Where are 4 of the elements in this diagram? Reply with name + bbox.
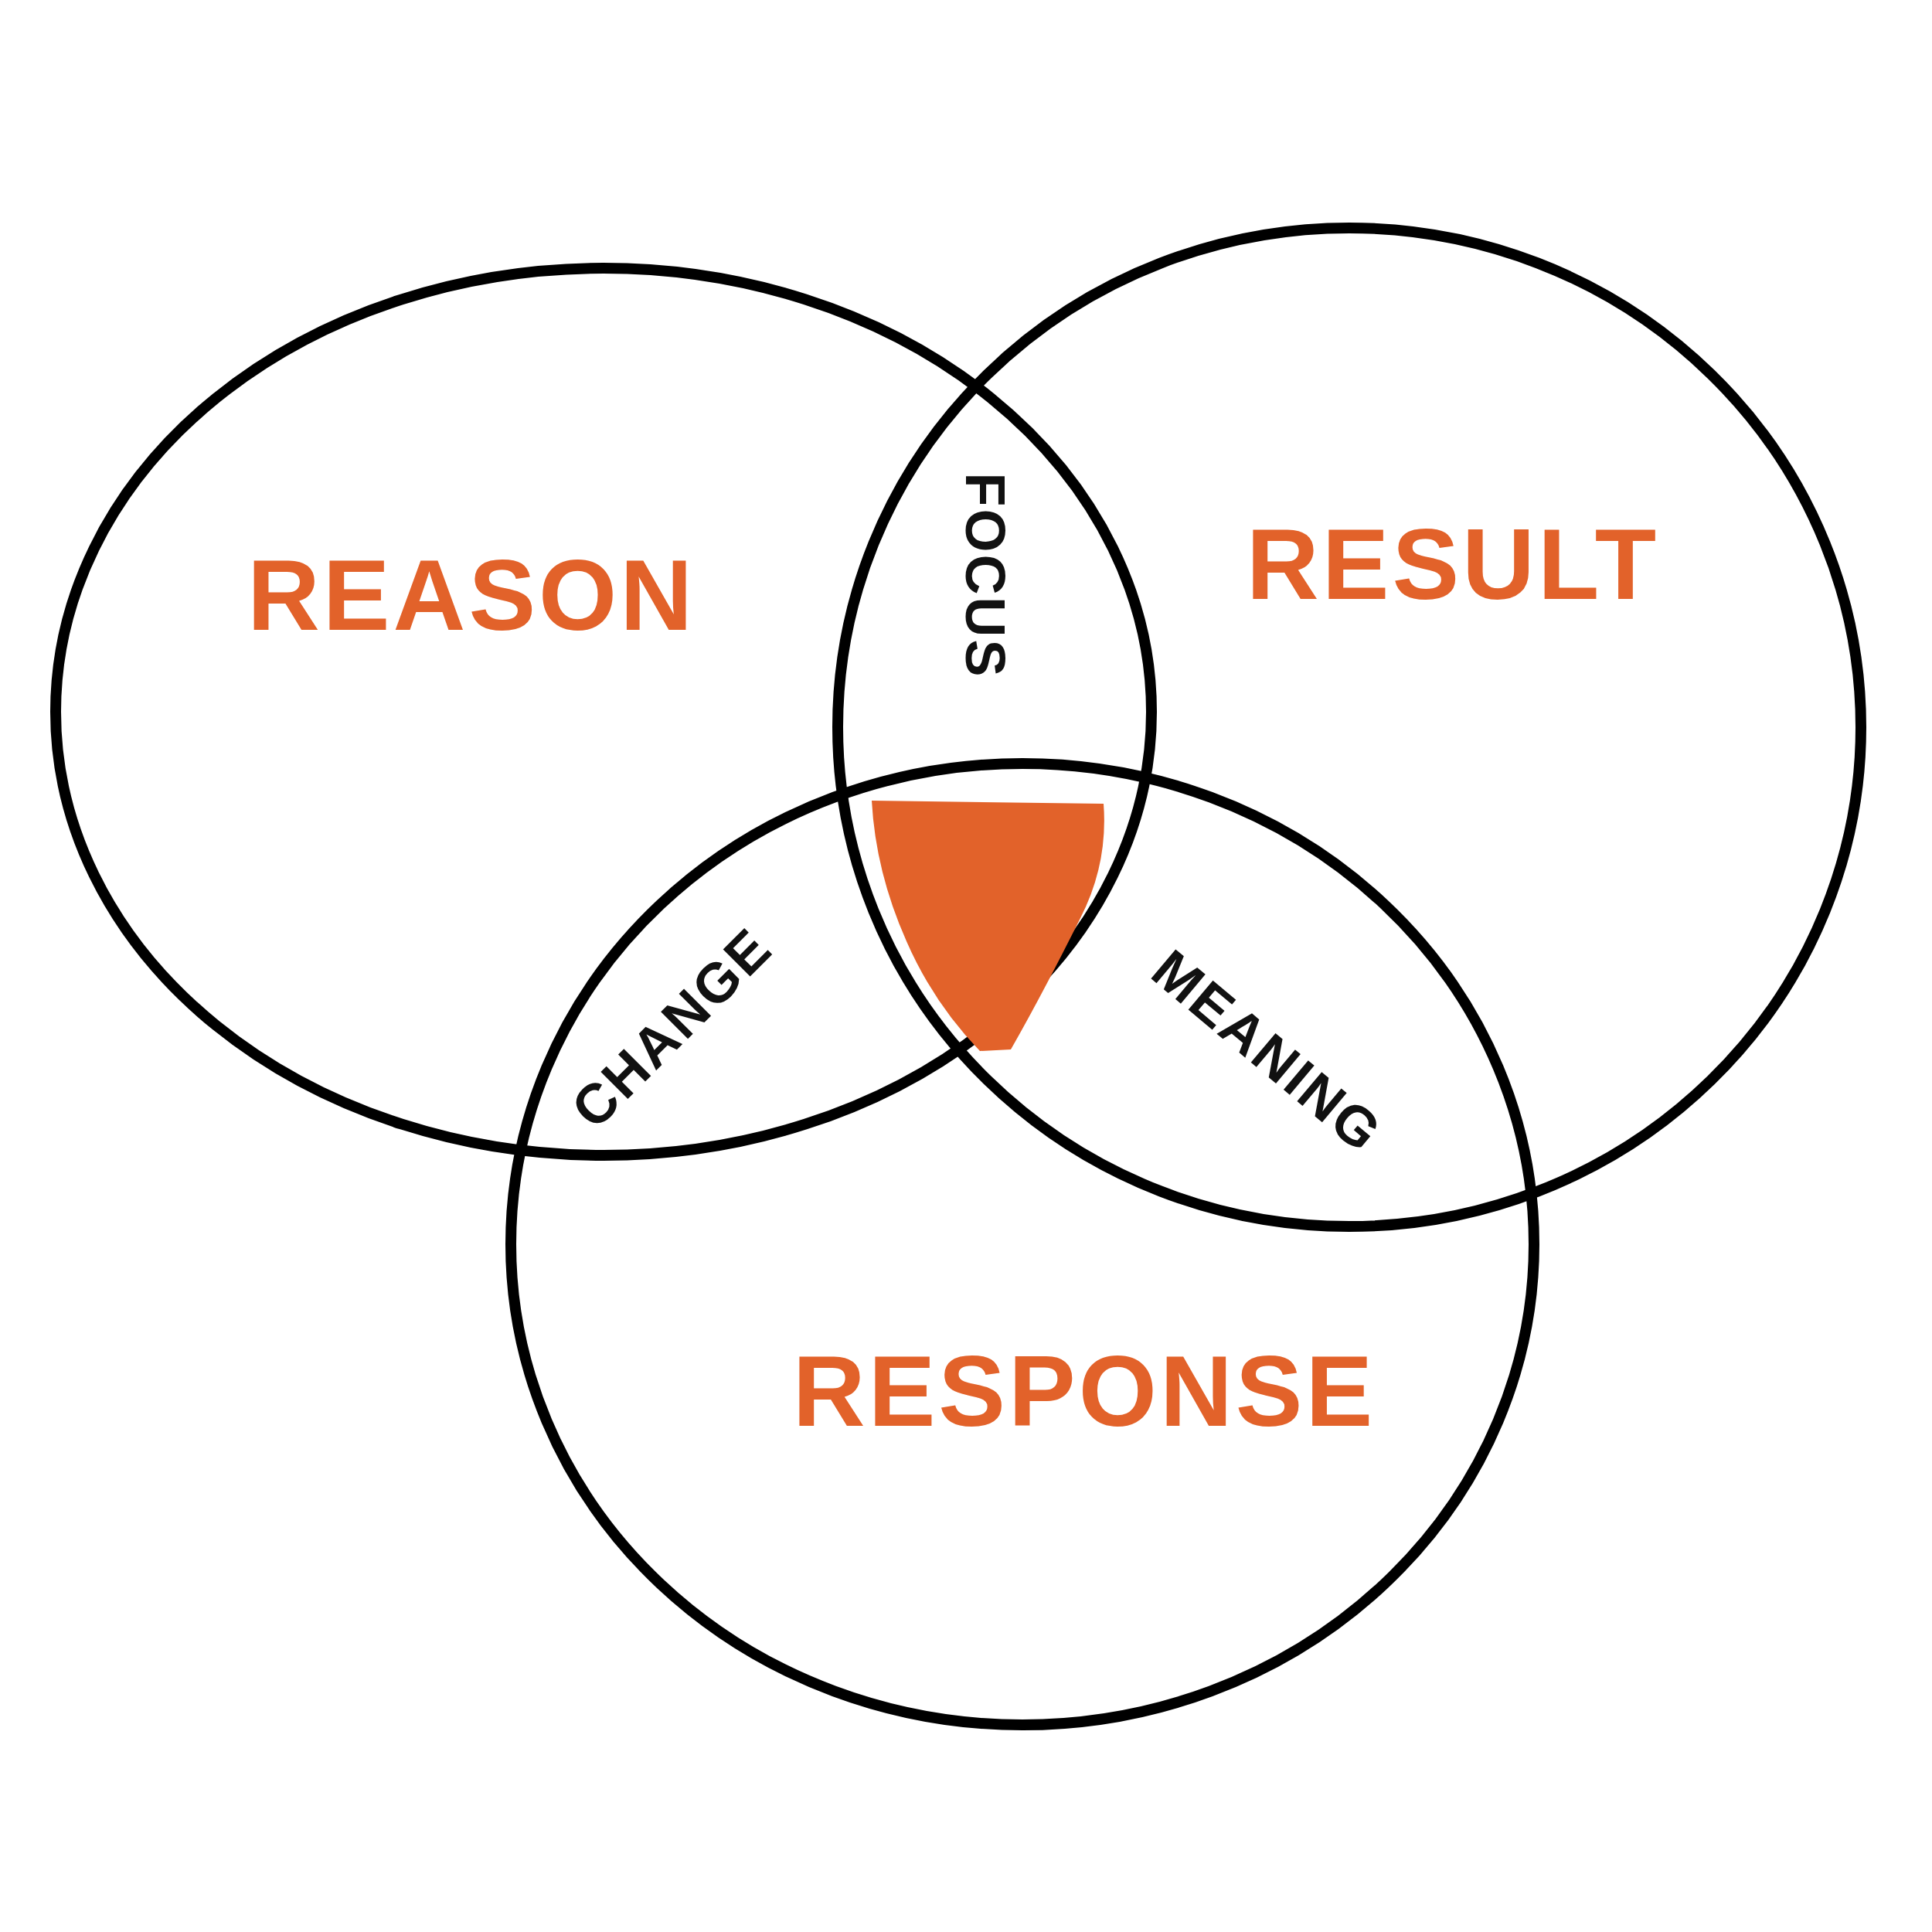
set-label: REASON xyxy=(247,538,696,653)
set-label: RESPONSE xyxy=(792,1334,1376,1449)
set-label: RESULT xyxy=(1246,507,1660,622)
overlap-label: FOCUS xyxy=(954,472,1017,679)
